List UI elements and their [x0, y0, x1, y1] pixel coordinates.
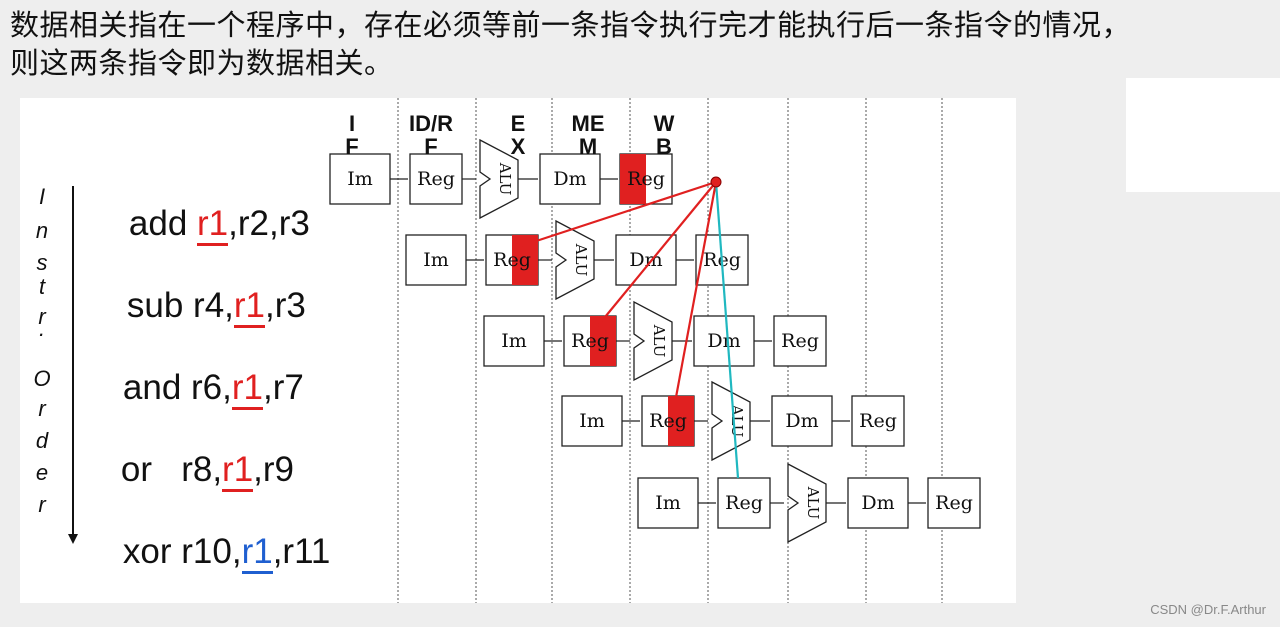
hazard-line-and [595, 181, 717, 329]
instruction-add: add r1,r2,r3 [90, 164, 310, 284]
reg-label: Reg [649, 410, 687, 432]
dm-block [771, 395, 833, 447]
pipeline-figure: ImRegALUDmRegImRegALUDmRegImRegALUDmRegI… [20, 98, 1016, 603]
pipeline-diagram: ImRegALUDmRegImRegALUDmRegImRegALUDmRegI… [68, 98, 981, 603]
order-letter: s [36, 250, 48, 275]
dm-label: Dm [785, 410, 818, 432]
stage-label-mem: ME M [571, 111, 605, 159]
stage-label-ex: E X [510, 111, 526, 159]
reg-label: Reg [627, 168, 665, 190]
reg-label: Reg [571, 330, 609, 352]
im-label: Im [347, 168, 373, 190]
order-letter: r [38, 304, 46, 329]
instruction-and: and r6,r1,r7 [84, 328, 304, 448]
reg-block [409, 153, 463, 205]
stage-label-idrf: ID/R F [409, 111, 453, 159]
order-letter: O [33, 366, 51, 391]
src-register: r1 [222, 450, 254, 492]
stage-label-if: I F [345, 111, 359, 159]
dm-block [847, 477, 909, 529]
order-letter: t [38, 274, 46, 299]
hazard-line-sub [517, 180, 717, 249]
alu-shape [711, 380, 751, 462]
instr-text: ,r7 [263, 368, 304, 407]
alu-shape [479, 138, 519, 220]
dm-block [539, 153, 601, 205]
alu-label: ALU [728, 404, 746, 438]
instr-text: or r8, [120, 450, 223, 489]
reg-read-half [590, 316, 616, 366]
watermark: CSDN @Dr.F.Arthur [1150, 602, 1266, 617]
reg-label: Reg [417, 168, 455, 190]
dest-register: r1 [197, 204, 229, 246]
instr-text: ,r9 [253, 450, 295, 489]
instruction-sub: sub r4,r1,r3 [88, 246, 306, 366]
caption-line-2: 则这两条指令即为数据相关。 [10, 46, 394, 80]
instr-text: ,r11 [272, 532, 331, 571]
order-letter: d [35, 428, 49, 453]
im-label: Im [501, 330, 527, 352]
dm-label: Dm [629, 249, 662, 271]
order-letter: r [38, 492, 46, 517]
reg-block [851, 395, 905, 447]
alu-shape [787, 462, 827, 544]
instr-text: xor r10, [122, 532, 242, 571]
dependency-lines [517, 176, 740, 479]
reg-label: Reg [781, 330, 819, 352]
blank-panel [1126, 78, 1280, 192]
instr-text: ,r2,r3 [228, 204, 310, 243]
src-register: r1 [233, 286, 266, 328]
reg-label: Reg [935, 492, 973, 514]
instr-text: and r6, [122, 368, 232, 407]
stage-label-wb: W B [653, 111, 675, 159]
reg-label: Reg [725, 492, 763, 514]
im-block [637, 477, 699, 529]
dm-label: Dm [553, 168, 586, 190]
dm-label: Dm [707, 330, 740, 352]
im-block [329, 153, 391, 205]
im-label: Im [655, 492, 681, 514]
alu-label: ALU [496, 162, 514, 196]
alu-shape [633, 300, 673, 382]
reg-label: Reg [859, 410, 897, 432]
reg-label: Reg [493, 249, 531, 271]
src-register: r1 [231, 368, 263, 410]
alu-label: ALU [804, 486, 822, 520]
order-letter: r [38, 396, 46, 421]
dm-label: Dm [861, 492, 894, 514]
reg-block [773, 315, 827, 367]
pipeline-blocks: ImRegALUDmRegImRegALUDmRegImRegALUDmRegI… [329, 138, 981, 544]
instr-text: ,r3 [265, 286, 306, 325]
instruction-xor: xor r10,r1,r11 [84, 492, 330, 612]
reg-read-half [512, 235, 538, 285]
caption-line-1: 数据相关指在一个程序中，存在必须等前一条指令执行完才能执行后一条指令的情况， [10, 8, 1132, 42]
ok-line-xor [714, 181, 740, 479]
order-letter: I [38, 184, 46, 209]
order-letter: e [35, 460, 49, 485]
im-label: Im [579, 410, 605, 432]
order-arrow-head [68, 534, 78, 544]
order-letter: n [35, 218, 49, 243]
instruction-or: or r8,r1,r9 [82, 410, 294, 530]
alu-shape [555, 219, 595, 301]
alu-label: ALU [572, 243, 590, 277]
reg-read-half [668, 396, 694, 446]
write-point [710, 176, 722, 188]
alu-label: ALU [650, 324, 668, 358]
instr-text: sub r4, [126, 286, 234, 325]
instr-text: add [128, 204, 198, 243]
caption: 数据相关指在一个程序中，存在必须等前一条指令执行完才能执行后一条指令的情况， 则… [10, 6, 1278, 82]
im-block [561, 395, 623, 447]
reg-block [927, 477, 981, 529]
order-letter: . [38, 316, 46, 341]
im-label: Im [423, 249, 449, 271]
reg-write-half [620, 154, 646, 204]
src-register: r1 [241, 532, 273, 574]
im-block [483, 315, 545, 367]
hazard-line-or [672, 181, 718, 409]
